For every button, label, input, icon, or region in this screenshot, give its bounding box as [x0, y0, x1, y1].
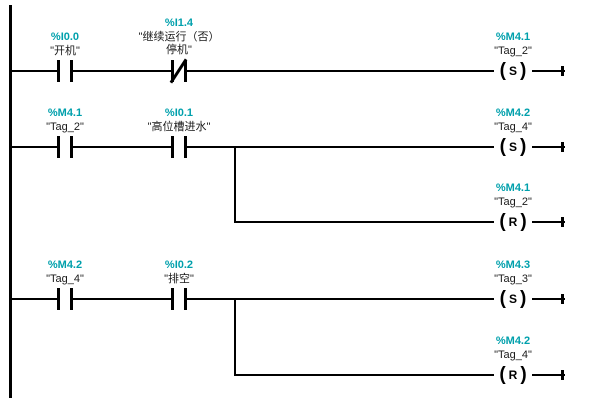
- coil-paren-icon: (: [499, 60, 506, 81]
- contact-bar: [171, 136, 174, 158]
- operand-name[interactable]: "Tag_3": [494, 273, 532, 285]
- operand-address[interactable]: %M4.2: [47, 259, 83, 271]
- operand-name[interactable]: "高位槽进水": [147, 121, 211, 133]
- coil-paren-icon: ): [520, 136, 527, 157]
- operand-address[interactable]: %M4.1: [495, 182, 531, 194]
- rung-wire: [9, 70, 565, 72]
- reset-coil-m4-2[interactable]: ( R ): [494, 363, 532, 387]
- rung-wire: [9, 298, 565, 300]
- operand-address[interactable]: %I0.2: [164, 259, 194, 271]
- no-contact-m4-1[interactable]: [57, 136, 73, 158]
- wire-end-tick: [561, 294, 564, 304]
- coil-paren-icon: (: [499, 211, 506, 232]
- operand-name[interactable]: "继续运行（否） 停机": [138, 31, 220, 56]
- no-contact-i0-0[interactable]: [57, 60, 73, 82]
- operand-name[interactable]: "Tag_4": [494, 121, 532, 133]
- nc-contact-i1-4[interactable]: [169, 58, 188, 84]
- set-coil-m4-1[interactable]: ( S ): [494, 59, 532, 83]
- operand-name[interactable]: "Tag_2": [494, 45, 532, 57]
- no-contact-i0-1[interactable]: [171, 136, 187, 158]
- contact-bar: [70, 288, 73, 310]
- coil-paren-icon: ): [520, 364, 527, 385]
- reset-coil-m4-1[interactable]: ( R ): [494, 210, 532, 234]
- operand-address[interactable]: %M4.3: [495, 259, 531, 271]
- coil-letter: S: [508, 140, 517, 154]
- coil-letter: R: [508, 368, 518, 382]
- coil-paren-icon: (: [499, 364, 506, 385]
- branch-rung-wire: [234, 221, 565, 223]
- branch-wire: [234, 298, 236, 376]
- operand-name[interactable]: "Tag_2": [46, 121, 84, 133]
- operand-address[interactable]: %M4.1: [47, 107, 83, 119]
- no-contact-i0-2[interactable]: [171, 288, 187, 310]
- wire-end-tick: [561, 66, 564, 76]
- operand-name[interactable]: "开机": [50, 45, 80, 57]
- operand-name[interactable]: "Tag_4": [46, 273, 84, 285]
- set-coil-m4-3[interactable]: ( S ): [494, 287, 532, 311]
- operand-address[interactable]: %M4.1: [495, 31, 531, 43]
- coil-letter: S: [508, 292, 517, 306]
- coil-paren-icon: ): [520, 60, 527, 81]
- wire-end-tick: [561, 370, 564, 380]
- rung-wire: [9, 146, 565, 148]
- contact-bar: [57, 288, 60, 310]
- contact-bar: [171, 288, 174, 310]
- set-coil-m4-2[interactable]: ( S ): [494, 135, 532, 159]
- operand-address[interactable]: %M4.2: [495, 107, 531, 119]
- operand-address[interactable]: %M4.2: [495, 335, 531, 347]
- contact-bar: [184, 60, 187, 82]
- coil-paren-icon: (: [499, 136, 506, 157]
- contact-bar: [57, 60, 60, 82]
- coil-paren-icon: ): [520, 211, 527, 232]
- operand-name[interactable]: "Tag_4": [494, 349, 532, 361]
- coil-paren-icon: ): [520, 288, 527, 309]
- operand-address[interactable]: %I0.1: [164, 107, 194, 119]
- operand-name[interactable]: "排空": [164, 273, 194, 285]
- branch-wire: [234, 146, 236, 223]
- power-rail: [9, 5, 12, 398]
- operand-address[interactable]: %I1.4: [164, 17, 194, 29]
- coil-letter: R: [508, 215, 518, 229]
- coil-letter: S: [508, 64, 517, 78]
- no-contact-m4-2[interactable]: [57, 288, 73, 310]
- contact-bar: [70, 60, 73, 82]
- contact-bar: [70, 136, 73, 158]
- operand-name[interactable]: "Tag_2": [494, 196, 532, 208]
- contact-bar: [57, 136, 60, 158]
- branch-rung-wire: [234, 374, 565, 376]
- coil-paren-icon: (: [499, 288, 506, 309]
- operand-address[interactable]: %I0.0: [50, 31, 80, 43]
- contact-bar: [171, 60, 174, 82]
- contact-bar: [184, 136, 187, 158]
- contact-bar: [184, 288, 187, 310]
- wire-end-tick: [561, 217, 564, 227]
- wire-end-tick: [561, 142, 564, 152]
